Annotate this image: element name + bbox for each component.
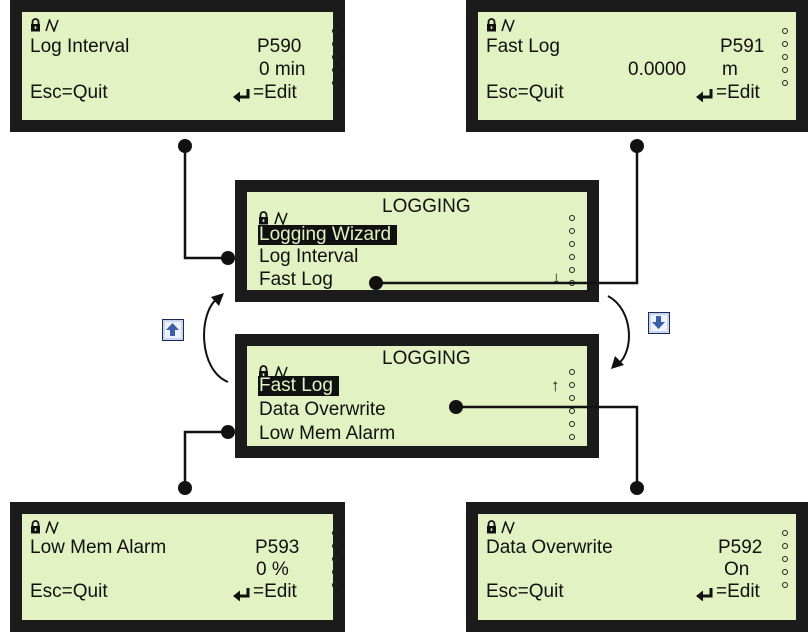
indicator [782, 582, 788, 588]
connector-low-mem-alarm [178, 425, 235, 495]
indicator [782, 54, 788, 60]
signal-wave-icon [501, 19, 515, 32]
signal-wave-icon [45, 19, 59, 32]
scroll-down-indicator: ↓ [552, 268, 561, 287]
menu-title: LOGGING [382, 348, 471, 369]
menu-item-data-overwrite[interactable]: Data Overwrite [259, 399, 386, 420]
down-arrow-button-icon[interactable] [648, 312, 670, 334]
logging-menu-bottom: LOGGING Fast Log Data Overwrite Low Mem … [235, 334, 599, 458]
menu-item-log-interval[interactable]: Log Interval [259, 246, 359, 267]
connector-data-overwrite [449, 400, 644, 495]
lcd-screen: Data Overwrite P592 On Esc=Quit =Edit [478, 514, 796, 620]
indicator [569, 421, 575, 427]
indicator [782, 80, 788, 86]
indicator [782, 543, 788, 549]
indicator [569, 241, 575, 247]
edit-hint: =Edit [716, 581, 760, 602]
menu-item-low-mem-alarm[interactable]: Low Mem Alarm [259, 423, 396, 444]
indicator [332, 28, 338, 34]
indicator [332, 67, 338, 73]
edit-hint: =Edit [716, 82, 760, 103]
indicator [569, 215, 575, 221]
parameter-value: On [724, 559, 750, 580]
menu-item-fast-log[interactable]: Fast Log [258, 376, 339, 396]
parameter-number: P590 [257, 36, 302, 57]
lcd-screen: LOGGING Fast Log Data Overwrite Low Mem … [247, 346, 587, 446]
data-overwrite-display: Data Overwrite P592 On Esc=Quit =Edit [466, 502, 808, 632]
signal-wave-icon [274, 212, 288, 225]
menu-item-logging-wizard[interactable]: Logging Wizard [258, 225, 398, 245]
indicator [782, 569, 788, 575]
menu-title: LOGGING [382, 196, 471, 217]
indicator [332, 582, 338, 588]
indicator [332, 569, 338, 575]
indicator [782, 28, 788, 34]
low-mem-alarm-display: Low Mem Alarm P593 0 % Esc=Quit =Edit [10, 502, 345, 632]
lcd-screen: Log Interval P590 0 min Esc=Quit =Edit [22, 12, 338, 120]
indicator [569, 228, 575, 234]
parameter-value: 0.0000 [628, 59, 687, 80]
indicator [569, 369, 575, 375]
menu-item-fast-log[interactable]: Fast Log [259, 269, 333, 290]
indicator [569, 434, 575, 440]
lcd-screen: LOGGING Logging Wizard Log Interval Fast… [247, 192, 587, 290]
enter-key-icon [233, 588, 250, 601]
parameter-number: P591 [720, 36, 765, 57]
lcd-screen: Fast Log P591 0.0000 m Esc=Quit =Edit [478, 12, 796, 120]
indicator [332, 41, 338, 47]
esc-quit-hint: Esc=Quit [486, 82, 564, 103]
log-interval-display: Log Interval P590 0 min Esc=Quit =Edit [10, 0, 345, 132]
up-arrow-button-icon[interactable] [162, 319, 184, 341]
parameter-number: P593 [255, 537, 300, 558]
padlock-icon [487, 18, 496, 32]
scroll-down-curved-arrow [607, 295, 630, 369]
parameter-number: P592 [718, 537, 763, 558]
edit-hint: =Edit [253, 82, 297, 103]
parameter-title: Fast Log [486, 36, 560, 57]
enter-key-icon [696, 588, 713, 601]
parameter-value: 0 % [256, 559, 289, 580]
parameter-title: Log Interval [30, 36, 130, 57]
padlock-icon [259, 365, 268, 379]
indicator [569, 408, 575, 414]
padlock-icon [259, 211, 268, 225]
scroll-up-indicator: ↑ [551, 376, 560, 395]
padlock-icon [31, 520, 40, 534]
scroll-up-curved-arrow [203, 293, 229, 383]
indicator [782, 530, 788, 536]
indicator [569, 254, 575, 260]
edit-hint: =Edit [253, 581, 297, 602]
indicator [332, 556, 338, 562]
enter-key-icon [696, 89, 713, 102]
padlock-icon [31, 18, 40, 32]
logging-menu-top: LOGGING Logging Wizard Log Interval Fast… [235, 180, 599, 302]
esc-quit-hint: Esc=Quit [30, 82, 108, 103]
connector-log-interval [178, 139, 235, 265]
padlock-icon [487, 520, 496, 534]
parameter-unit: m [722, 59, 738, 80]
signal-wave-icon [45, 521, 59, 534]
enter-key-icon [233, 89, 250, 102]
indicator [782, 556, 788, 562]
lcd-screen: Low Mem Alarm P593 0 % Esc=Quit =Edit [22, 514, 338, 620]
parameter-title: Low Mem Alarm [30, 537, 167, 558]
parameter-title: Data Overwrite [486, 537, 613, 558]
indicator [332, 54, 338, 60]
indicator [332, 80, 338, 86]
connector-fast-log [369, 139, 644, 290]
esc-quit-hint: Esc=Quit [486, 581, 564, 602]
indicator [569, 267, 575, 273]
indicator [332, 543, 338, 549]
indicator [569, 382, 575, 388]
fast-log-display: Fast Log P591 0.0000 m Esc=Quit =Edit [466, 0, 808, 132]
indicator [569, 395, 575, 401]
signal-wave-icon [274, 366, 288, 379]
parameter-value: 0 min [259, 59, 306, 80]
signal-wave-icon [501, 521, 515, 534]
indicator [782, 41, 788, 47]
indicator [782, 67, 788, 73]
esc-quit-hint: Esc=Quit [30, 581, 108, 602]
indicator [332, 530, 338, 536]
